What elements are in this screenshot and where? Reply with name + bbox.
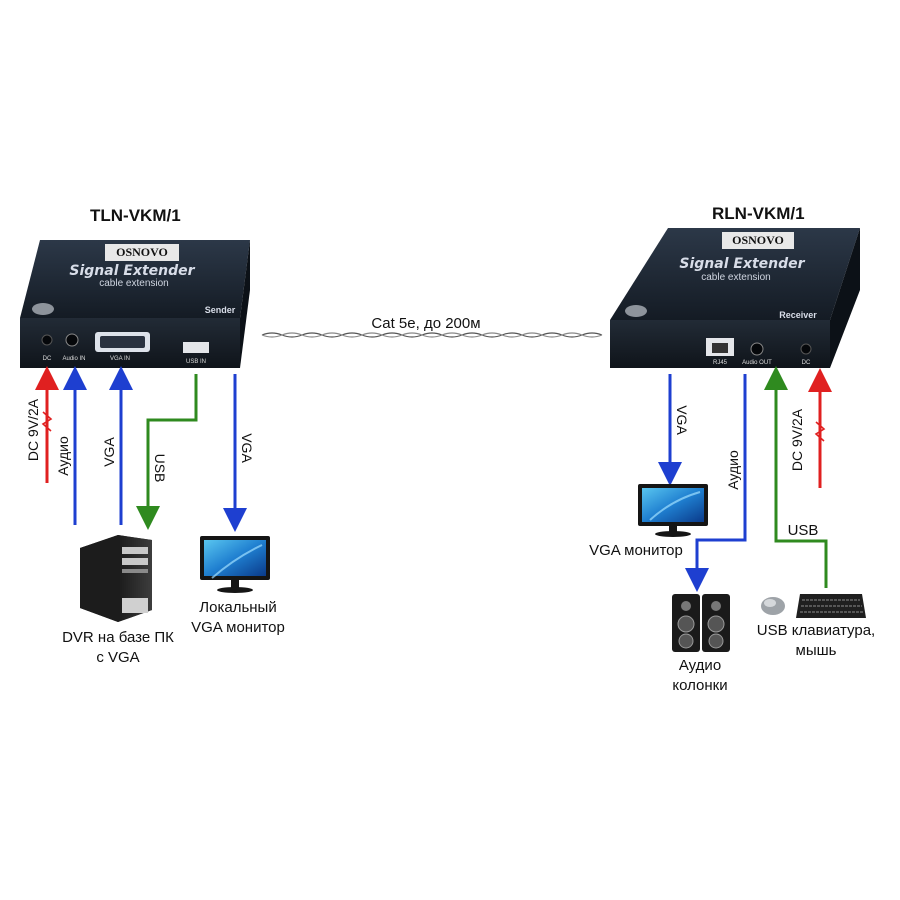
local-monitor-label-line2: VGA монитор [191, 619, 285, 636]
keyboard-label-line1: USB клавиатура, [757, 622, 875, 639]
receiver-device: OSNOVO Signal Extender cable extension R… [610, 228, 860, 368]
svg-text:OSNOVO: OSNOVO [732, 233, 784, 247]
cable-label: Cat 5e, до 200м [371, 315, 480, 332]
left-power-symbol [41, 411, 53, 432]
receiver-dc-port [800, 343, 812, 355]
sender-brand: Signal Extender [69, 263, 195, 279]
right-audio-label: Аудио [725, 450, 741, 490]
receiver-port-label-rj45: RJ45 [713, 360, 728, 366]
left-vga-in-label: VGA [101, 437, 117, 467]
sender-led [32, 303, 54, 315]
mouse-icon [761, 597, 785, 615]
cat5e-cable [261, 332, 603, 338]
left-dc-label: DC 9V/2A [25, 398, 41, 461]
left-usb-label: USB [152, 454, 168, 483]
receiver-logo [722, 232, 794, 249]
sender-port-label-audio: Audio IN [62, 356, 85, 362]
keyboard-label-line2: мышь [796, 642, 837, 659]
vga-monitor-icon [638, 484, 708, 537]
receiver-title: RLN-VKM/1 [712, 204, 805, 223]
sender-logo [105, 244, 179, 261]
right-dc-label: DC 9V/2A [789, 408, 805, 471]
right-usb-arrow [764, 366, 828, 588]
sender-role: Sender [205, 305, 236, 315]
pc-tower-icon [80, 535, 152, 622]
receiver-role: Receiver [779, 310, 817, 320]
left-vga-out-label: VGA [239, 433, 255, 463]
speakers-label-line2: колонки [672, 677, 727, 694]
right-vga-label: VGA [674, 405, 690, 435]
receiver-brand: Signal Extender [679, 256, 805, 272]
right-audio-arrow [685, 374, 747, 592]
sender-device: OSNOVO Signal Extender cable extension S… [20, 240, 250, 368]
right-power-symbol [814, 421, 826, 442]
sender-audio-port [65, 333, 79, 347]
receiver-led [625, 305, 647, 317]
svg-text:OSNOVO: OSNOVO [116, 245, 168, 259]
sender-dc-port [41, 334, 53, 346]
receiver-port-label-dc: DC [802, 360, 811, 366]
local-monitor-icon [200, 536, 270, 593]
left-usb-arrow [136, 374, 198, 530]
vga-monitor-label: VGA монитор [589, 542, 683, 559]
sender-port-label-vga: VGA IN [110, 356, 130, 362]
receiver-port-label-audio: Audio OUT [742, 360, 772, 366]
pc-label-line1: DVR на базе ПК [62, 629, 174, 646]
sender-title: TLN-VKM/1 [90, 206, 181, 225]
right-usb-label: USB [788, 522, 819, 539]
receiver-subtitle: cable extension [701, 272, 771, 283]
speakers-label-line1: Аудио [679, 657, 721, 674]
local-monitor-label-line1: Локальный [199, 599, 276, 616]
sender-port-label-dc: DC [43, 356, 52, 362]
sender-subtitle: cable extension [99, 278, 169, 289]
receiver-audio-port [750, 342, 764, 356]
speakers-icon [672, 594, 730, 652]
sender-port-label-usb: USB IN [186, 359, 206, 365]
sender-usb-port [183, 342, 209, 353]
pc-label-line2: с VGA [96, 649, 139, 666]
left-audio-label: Аудио [55, 436, 71, 476]
keyboard-icon [796, 594, 866, 618]
